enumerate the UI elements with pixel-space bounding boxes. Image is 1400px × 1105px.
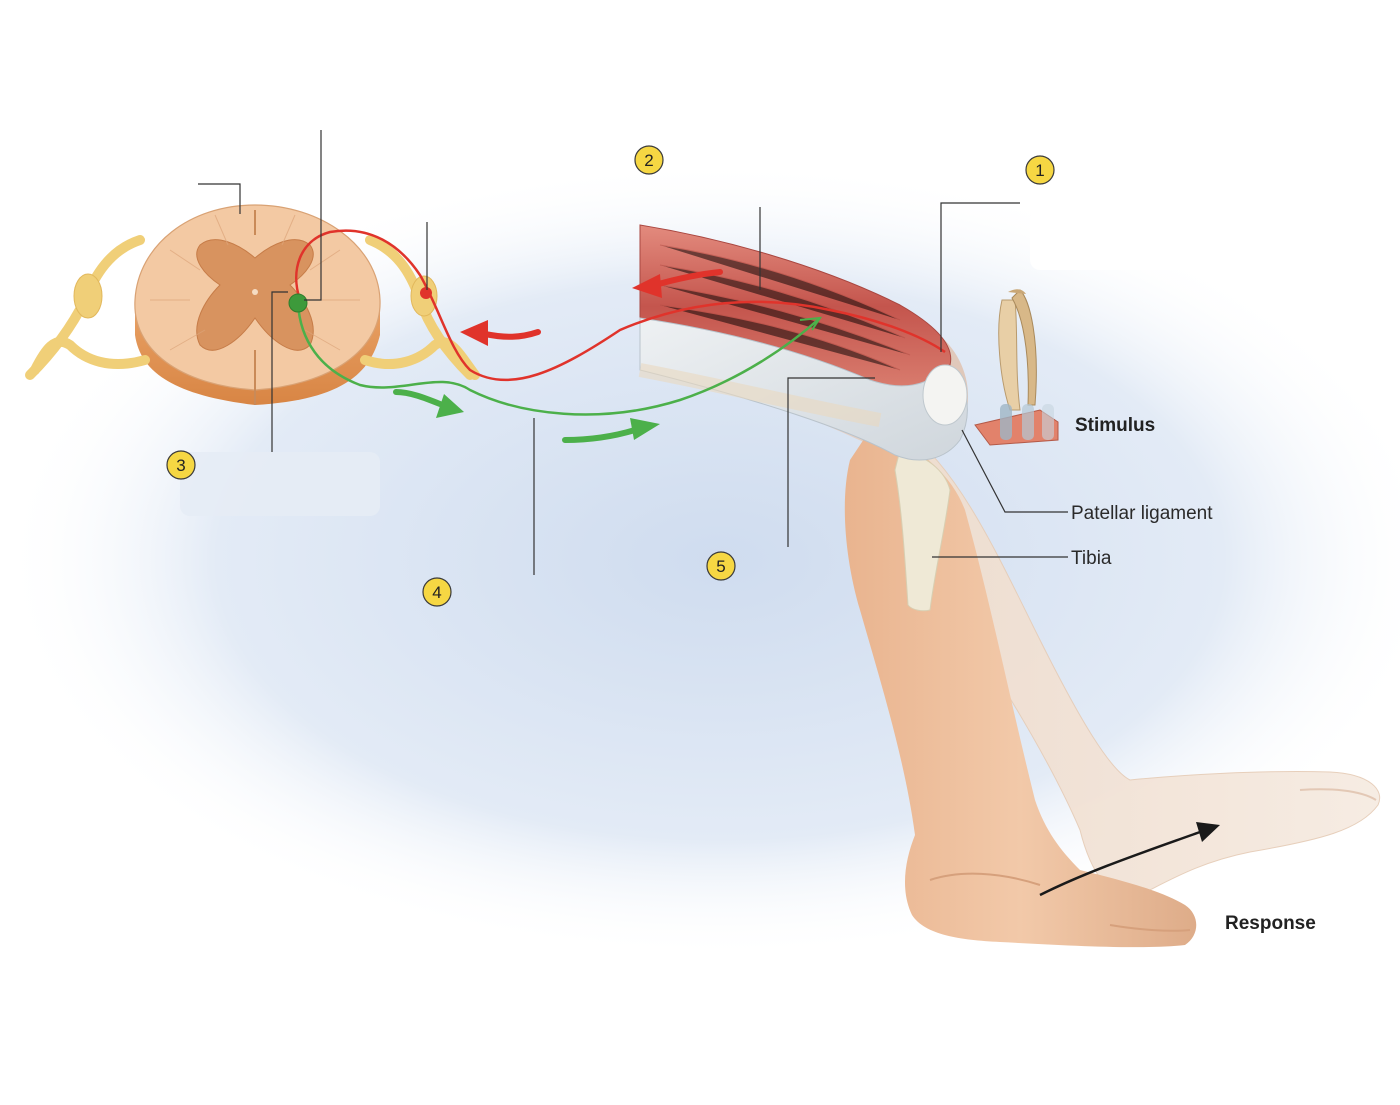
step-badge-1: 1 [1026, 156, 1054, 184]
blank-label-box [180, 452, 380, 516]
svg-text:2: 2 [644, 151, 653, 170]
svg-text:1: 1 [1035, 161, 1044, 180]
step-badge-4: 4 [423, 578, 451, 606]
motor-cell-body [289, 294, 307, 312]
step-badge-2: 2 [635, 146, 663, 174]
svg-text:3: 3 [176, 456, 185, 475]
sensory-cell-body [420, 287, 432, 299]
svg-text:4: 4 [432, 583, 441, 602]
tibia-label: Tibia [1071, 548, 1112, 569]
svg-text:5: 5 [716, 557, 725, 576]
stimulus-label: Stimulus [1075, 415, 1155, 436]
response-label: Response [1225, 913, 1316, 934]
step-badge-3: 3 [167, 451, 195, 479]
blank-label-box [1030, 210, 1200, 270]
step-badge-5: 5 [707, 552, 735, 580]
patellar-ligament-label: Patellar ligament [1071, 503, 1213, 524]
spinal-cord-section [135, 205, 380, 405]
